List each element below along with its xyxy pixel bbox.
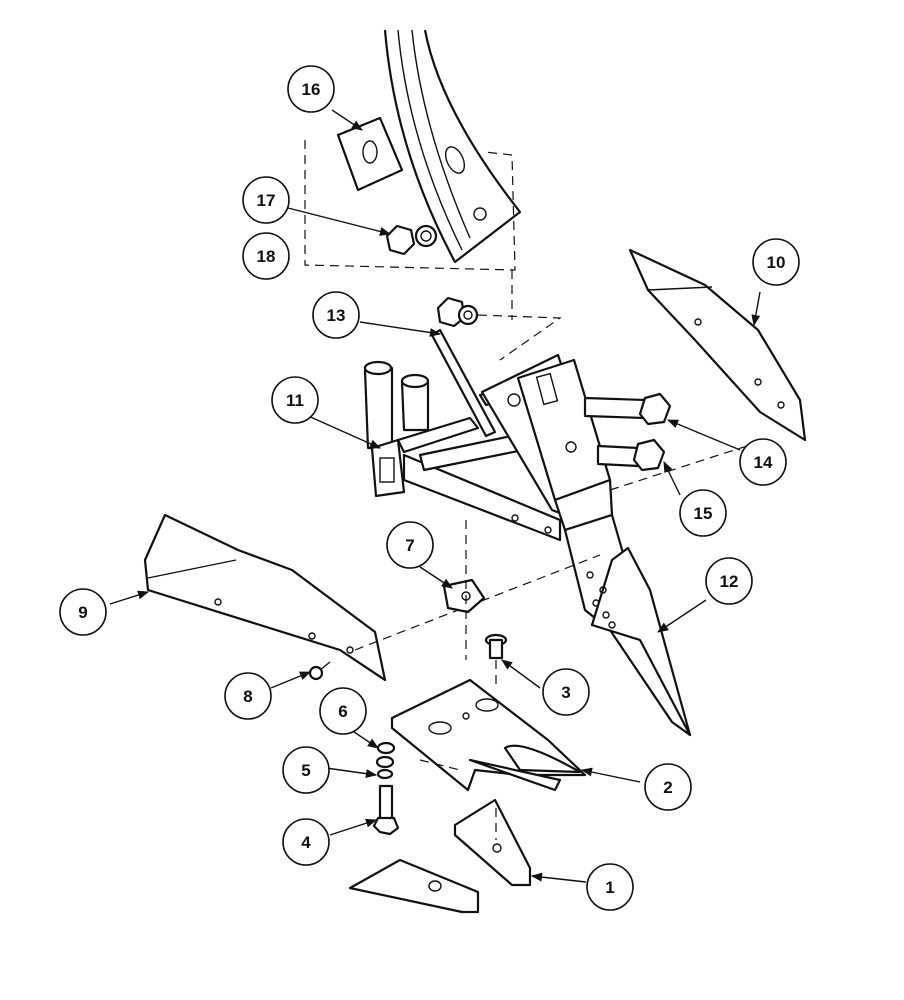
carriage-bolt <box>484 633 508 690</box>
plow-bolt-small <box>308 661 331 681</box>
svg-text:18: 18 <box>257 247 276 266</box>
svg-text:13: 13 <box>327 306 346 325</box>
svg-text:4: 4 <box>301 833 311 852</box>
nut-and-washer-middle <box>436 296 562 361</box>
svg-text:14: 14 <box>754 453 773 472</box>
callout-17: 17 <box>242 176 290 224</box>
bolts-14-15 <box>583 392 751 491</box>
callout-18: 18 <box>242 232 290 280</box>
callout-13: 13 <box>312 291 360 339</box>
frame-arc <box>383 29 522 264</box>
callout-10: 10 <box>752 238 800 286</box>
clip <box>442 520 486 660</box>
svg-text:1: 1 <box>605 878 614 897</box>
shank <box>480 353 614 532</box>
callout-6: 6 <box>319 687 367 735</box>
mounting-guide-top <box>304 140 516 320</box>
wing-plate-left <box>143 513 601 682</box>
leader-lines <box>109 109 761 883</box>
svg-text:15: 15 <box>694 504 713 523</box>
svg-text:5: 5 <box>301 761 310 780</box>
svg-text:6: 6 <box>338 702 347 721</box>
svg-text:7: 7 <box>405 536 414 555</box>
callout-5: 5 <box>282 746 330 794</box>
callout-1: 1 <box>586 863 634 911</box>
callout-7: 7 <box>386 521 434 569</box>
svg-text:10: 10 <box>767 253 786 272</box>
nut-and-washer-top <box>385 224 438 256</box>
svg-text:2: 2 <box>663 778 672 797</box>
svg-text:11: 11 <box>286 391 304 410</box>
callout-14: 14 <box>739 438 787 486</box>
point-base <box>390 678 587 792</box>
callout-2: 2 <box>644 763 692 811</box>
wing-plate-right <box>628 248 807 442</box>
svg-text:8: 8 <box>243 687 252 706</box>
svg-text:3: 3 <box>561 683 570 702</box>
svg-text:12: 12 <box>720 572 739 591</box>
callout-15: 15 <box>679 489 727 537</box>
callout-12: 12 <box>705 557 753 605</box>
callout-11: 11 <box>271 376 319 424</box>
point-tip <box>348 798 532 914</box>
svg-text:9: 9 <box>78 603 87 622</box>
svg-text:17: 17 <box>257 191 276 210</box>
square-plate <box>336 116 404 192</box>
point-shin <box>563 513 692 737</box>
callout-9: 9 <box>59 588 107 636</box>
callout-3: 3 <box>542 668 590 716</box>
svg-text:16: 16 <box>302 80 321 99</box>
callout-4: 4 <box>282 818 330 866</box>
callout-16: 16 <box>287 65 335 113</box>
bolt-and-washers <box>372 741 400 836</box>
callout-8: 8 <box>224 672 272 720</box>
